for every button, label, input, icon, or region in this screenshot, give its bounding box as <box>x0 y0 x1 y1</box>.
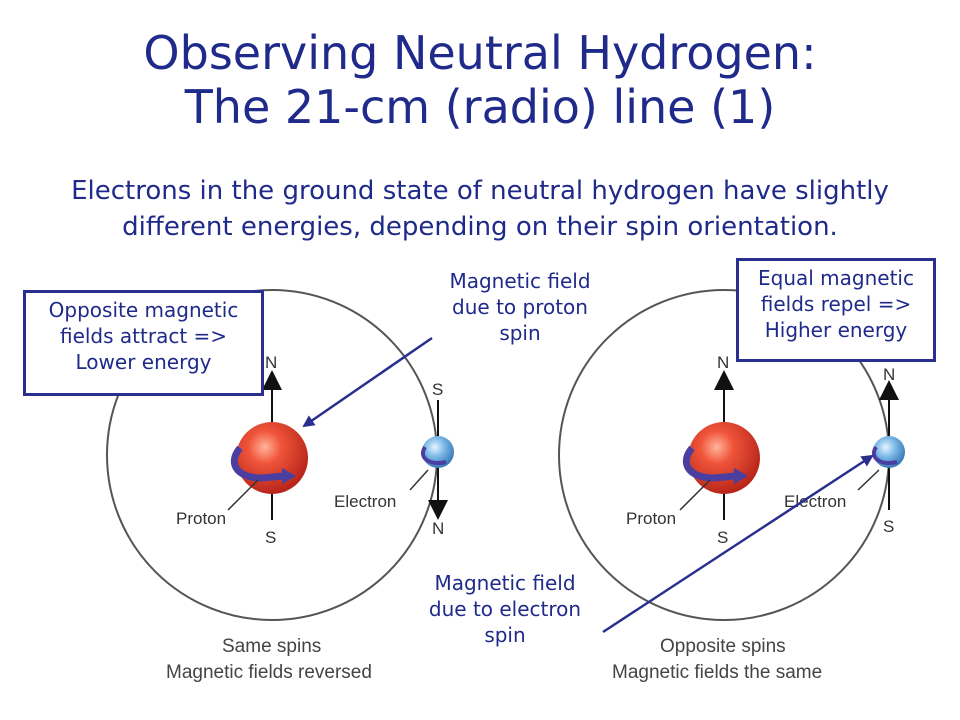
electron-callout-line-3: spin <box>484 623 526 647</box>
right-proton-bottom-pole: S <box>717 528 728 547</box>
right-proton-spin-arrowhead <box>734 468 748 484</box>
left-proton-leader <box>227 479 259 511</box>
left-proton-bottom-pole: S <box>265 528 276 547</box>
right-caption-2: Magnetic fields the same <box>612 662 822 683</box>
left-proton-top-pole: N <box>265 353 277 372</box>
left-caption-1: Same spins <box>222 636 321 657</box>
subtitle-line-2: different energies, depending on their s… <box>122 212 838 242</box>
left-electron-bottom-pole: N <box>432 519 444 538</box>
higher-energy-line-2: fields repel => <box>760 292 912 316</box>
left-proton <box>236 422 308 494</box>
proton-callout-line-3: spin <box>499 321 541 345</box>
higher-energy-line-3: Higher energy <box>764 318 908 342</box>
higher-energy-line-1: Equal magnetic <box>758 266 914 290</box>
right-proton-top-pole: N <box>717 353 729 372</box>
subtitle-line-1: Electrons in the ground state of neutral… <box>71 176 889 206</box>
proton-field-callout: Magnetic field due to proton spin <box>410 268 630 346</box>
left-electron-leader <box>409 469 429 491</box>
right-proton <box>688 422 760 494</box>
left-proton-spin-arrowhead <box>282 468 296 484</box>
right-electron-leader <box>857 469 880 491</box>
electron-field-arrow <box>602 454 874 634</box>
lower-energy-box: Opposite magnetic fields attract => Lowe… <box>23 290 264 396</box>
left-atom: N S Proton S N Electron Same spins Magne… <box>106 289 454 683</box>
page-title: Observing Neutral Hydrogen: The 21-cm (r… <box>0 26 960 134</box>
higher-energy-box: Equal magnetic fields repel => Higher en… <box>736 258 936 362</box>
title-line-1: Observing Neutral Hydrogen: <box>143 26 817 80</box>
electron-callout-line-1: Magnetic field <box>434 571 576 595</box>
right-electron-label: Electron <box>784 492 846 511</box>
subtitle: Electrons in the ground state of neutral… <box>0 173 960 245</box>
title-line-2: The 21-cm (radio) line (1) <box>184 80 776 134</box>
proton-callout-line-1: Magnetic field <box>449 269 591 293</box>
proton-field-arrow <box>302 336 433 428</box>
electron-field-callout: Magnetic field due to electron spin <box>395 570 615 648</box>
electron-callout-line-2: due to electron <box>428 597 582 621</box>
right-proton-leader <box>679 479 711 511</box>
left-caption-2: Magnetic fields reversed <box>166 662 372 683</box>
right-electron-spin-arrow <box>872 445 898 465</box>
left-electron-label: Electron <box>334 492 396 511</box>
right-proton-label: Proton <box>626 509 676 528</box>
lower-energy-line-2: fields attract => <box>59 324 228 348</box>
left-proton-label: Proton <box>176 509 226 528</box>
lower-energy-line-3: Lower energy <box>75 350 212 374</box>
right-electron-bottom-pole: S <box>883 517 894 536</box>
right-atom: N S Proton N S Electron Opposite spins M… <box>558 289 905 683</box>
right-proton-spin-arrow <box>683 445 737 482</box>
lower-energy-line-1: Opposite magnetic <box>48 298 239 322</box>
left-proton-spin-arrow <box>231 445 285 482</box>
proton-callout-line-2: due to proton <box>452 295 588 319</box>
left-electron-spin-arrow <box>421 445 447 465</box>
right-electron-top-pole: N <box>883 365 895 384</box>
right-caption-1: Opposite spins <box>660 636 786 657</box>
left-electron-top-pole: S <box>432 380 443 399</box>
